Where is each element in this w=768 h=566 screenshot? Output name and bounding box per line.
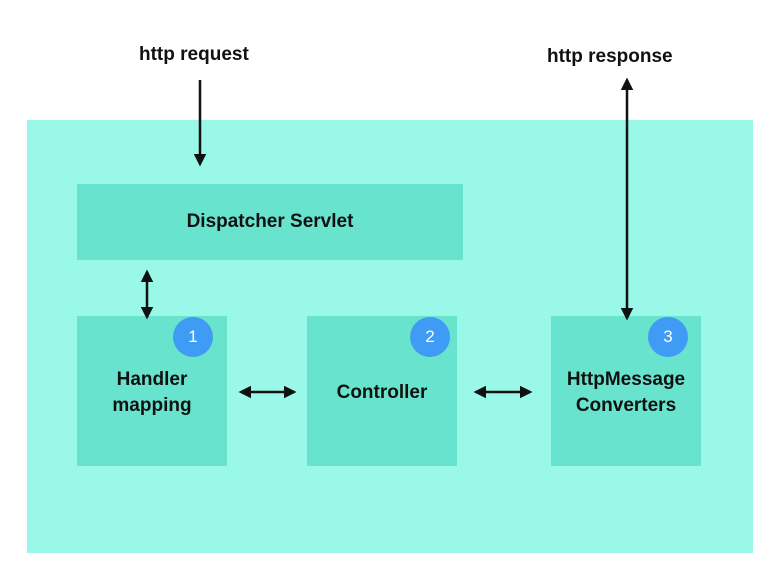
handler-mapping-label: Handler mapping [112, 369, 192, 416]
step-badge-1: 1 [173, 317, 213, 357]
step-badge-3: 3 [648, 317, 688, 357]
dispatcher-servlet-box: Dispatcher Servlet [77, 184, 463, 260]
step-badge-2: 2 [410, 317, 450, 357]
controller-box: Controller [307, 316, 457, 466]
http-response-label: http response [547, 46, 673, 67]
http-message-converters-label: HttpMessage Converters [566, 369, 686, 416]
controller-label: Controller [336, 382, 428, 403]
dispatcher-servlet-label: Dispatcher Servlet [186, 211, 354, 232]
http-request-label: http request [139, 44, 249, 65]
